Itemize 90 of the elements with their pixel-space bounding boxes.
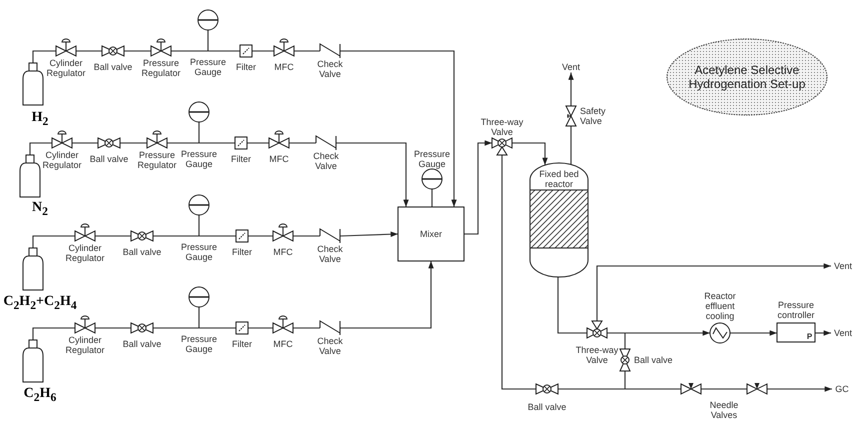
pipe-line [557,277,587,334]
component-label: Needle Valves [708,400,740,420]
pipe-line [167,142,199,144]
pipe-line [293,327,320,329]
component-label: Pressure Gauge [412,149,451,169]
component-label: Check Valve [316,59,344,79]
component-label: Mixer [419,229,443,239]
component-label: MFC [272,247,294,257]
component-label: Cylinder Regulator [64,243,106,263]
gas-label: H$_{2}$ [30,110,50,130]
gas-label: N$_{2}$ [31,200,49,220]
pipe-line [431,189,433,207]
pipe-line [570,126,572,165]
component-label: Three-way Valve [480,117,524,137]
component-label: Check Valve [316,336,344,356]
component-label: Ball valve [122,339,162,349]
component-label: Cylinder Regulator [64,335,106,355]
outlet-label: GC [832,383,852,395]
component-label: Pressure Regulator [140,58,182,78]
pipe-line [171,50,208,52]
gas-label: C$_{2}$H$_{6}$ [22,386,58,406]
pipe-line [199,235,236,237]
pipe-line [153,327,199,329]
pipe-line [124,50,151,52]
pipe-line [72,142,98,144]
pipe-line [208,50,240,52]
component-label: Ball valve [88,154,130,164]
pipe-line [247,142,269,144]
pipe-line [32,50,56,63]
pipe-arrow [512,142,548,166]
pipe-line [95,235,131,237]
pipe-line [199,327,236,329]
pipe-line [29,142,52,155]
pipe-line [199,142,235,144]
pipe-arrow [340,232,398,237]
pipe-line [248,235,273,237]
pipe-arrow [340,50,457,207]
component-label: Cylinder Regulator [45,58,87,78]
component-label: MFC [273,62,295,72]
component-label: Pressure Regulator [136,150,178,170]
pipe-line [289,142,316,144]
component-label: MFC [268,154,290,164]
pipe-arrow [767,386,832,392]
gas-label: C$_{2}$H$_{2}$+C$_{2}$H$_{4}$ [2,294,78,314]
component-label: Ball valve [92,62,134,72]
component-label: Reactor effluent cooling [703,291,737,321]
pipe-line [252,50,274,52]
component-label: Check Valve [316,244,344,264]
component-label: Pressure controller [776,300,816,320]
pipe-arrow [730,330,777,336]
pipe-line [95,327,131,329]
pipe-arrow [336,142,409,207]
pipe-line [607,332,626,349]
component-label: Pressure Gauge [180,149,218,169]
pipe-arrow [568,72,574,106]
pipe-arrow [464,140,492,235]
pipe-line [32,235,75,248]
component-label: Filter [231,247,253,257]
pipe-line [120,142,147,144]
component-label: Pressure Gauge [180,334,218,354]
controller-mark: P [806,332,814,341]
pipe-line [558,388,681,390]
component-label: Pressure Gauge [180,242,218,262]
pipe-line [76,50,102,52]
pipe-arrow [815,330,831,336]
pipe-line [501,155,536,390]
pipe-line [701,388,747,390]
pipe-arrow [340,261,434,329]
outlet-label: Vent [831,260,855,272]
pipe-line [32,327,75,340]
title-text: Acetylene Selective Hydrogenation Set-up [688,63,806,91]
component-label: Pressure Gauge [188,57,227,77]
component-label: Filter [230,154,252,164]
component-label: Ball valve [122,247,162,257]
component-label: Check Valve [312,151,340,171]
component-label: Three-way Valve [574,345,620,365]
component-label: Ball valve [526,402,568,412]
component-label: Filter [231,339,253,349]
component-label: Safety Valve [580,106,607,126]
component-label: Ball valve [634,355,674,365]
component-label: MFC [272,339,294,349]
component-label: Fixed bed reactor [538,169,580,189]
component-label: Cylinder Regulator [41,150,83,170]
outlet-label: Vent [559,62,583,72]
pipe-line [294,50,320,52]
pipe-line [293,235,320,237]
pipe-arrow [596,263,831,321]
pipe-line [153,235,199,237]
outlet-label: Vent [831,327,855,339]
pipe-line [248,327,273,329]
